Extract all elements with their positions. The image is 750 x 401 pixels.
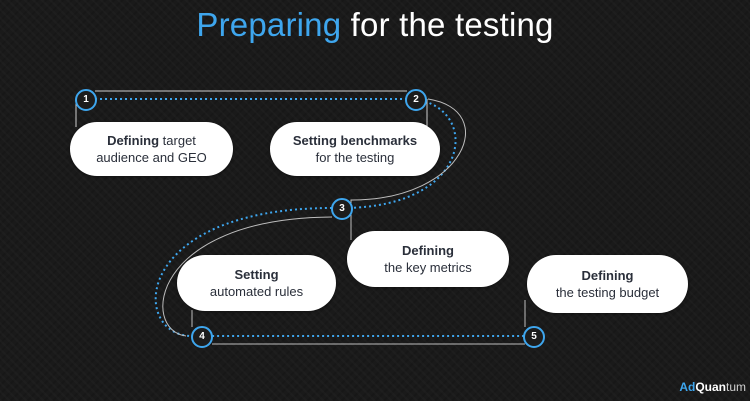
step-3-line1: Defining [402,242,454,259]
logo-ad: Ad [679,380,696,394]
step-5-node: 5 [523,326,545,348]
step-1-bold: Defining [107,133,160,148]
step-4-line1: Setting [234,266,278,283]
step-4-card: Setting automated rules [177,255,336,311]
step-2-bold: Setting benchmarks [292,133,418,148]
step-3-node: 3 [331,198,353,220]
step-1-text2: audience and GEO [96,150,207,165]
title-rest: for the testing [341,6,554,43]
step-1-line1: Defining target [107,132,196,149]
step-4-text2: automated rules [209,284,304,299]
step-3-card: Defining the key metrics [347,231,509,287]
step-5-line1: Defining [582,267,634,284]
step-2-line1: Setting benchmarks [293,132,417,149]
step-5-bold: Defining [581,268,634,283]
step-2-text2: for the testing [315,150,395,165]
step-1-node: 1 [75,89,97,111]
adquantum-logo: AdQuantum [679,380,746,394]
step-5-card: Defining the testing budget [527,255,688,313]
title-accent: Preparing [196,6,342,43]
step-2-node: 2 [405,89,427,111]
step-4-node: 4 [191,326,213,348]
slide-title: Preparing for the testing [0,6,750,44]
dotted-connector-1-2-3 [95,98,457,209]
step-3-bold: Defining [402,243,454,258]
step-4-bold: Setting [234,267,279,282]
logo-quan: Quan [695,380,726,394]
thin-connector-mid [350,98,467,240]
step-2-card: Setting benchmarks for the testing [270,122,440,176]
step-5-text2: the testing budget [555,285,660,300]
step-1-card: Defining target audience and GEO [70,122,233,176]
thin-connector-lower [162,216,526,345]
logo-tum: tum [725,380,746,394]
step-1-text1: target [159,133,196,148]
step-3-text2: the key metrics [384,260,472,275]
